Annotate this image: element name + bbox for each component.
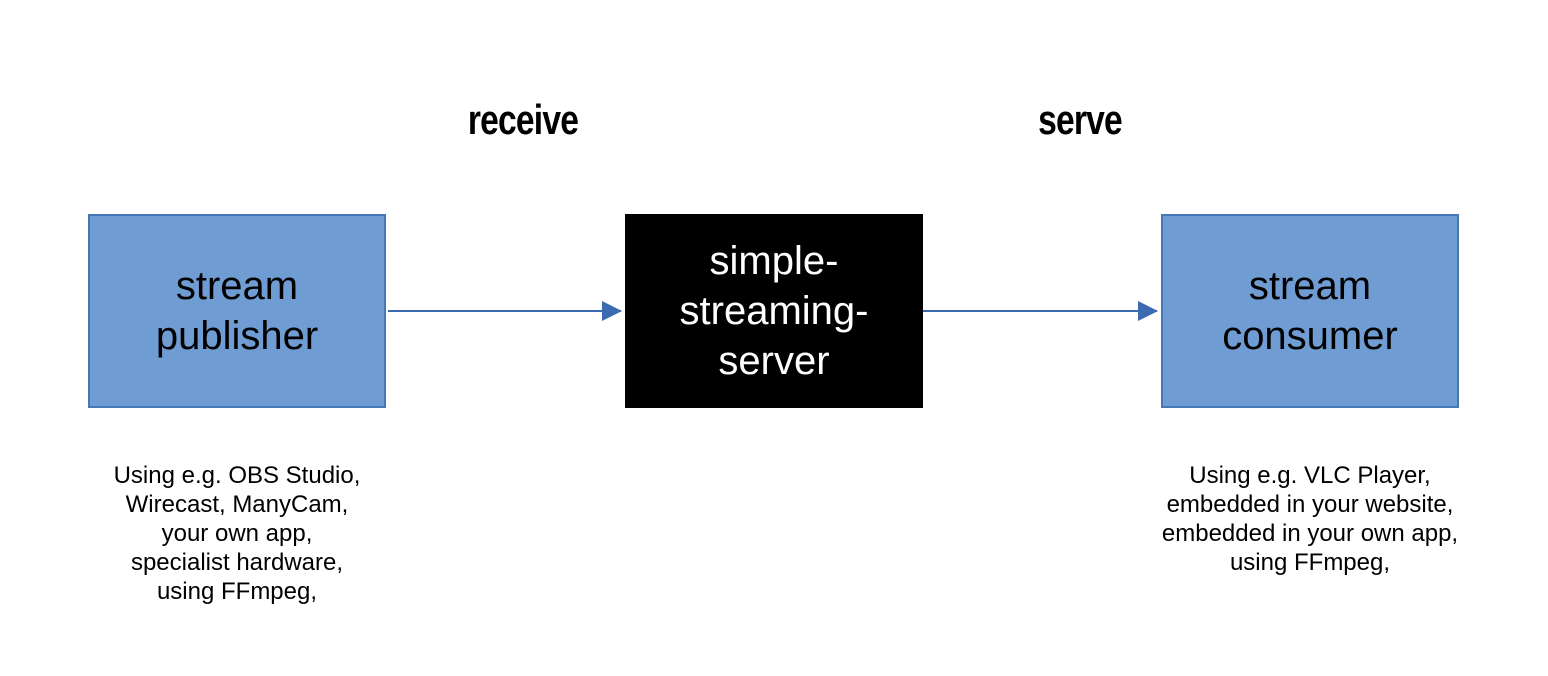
flow-label-receive: receive [467, 96, 579, 143]
consumer-caption: Using e.g. VLC Player, embedded in your … [1161, 462, 1459, 576]
flow-label-serve: serve [1038, 96, 1123, 143]
publisher-caption: Using e.g. OBS Studio, Wirecast, ManyCam… [113, 462, 361, 605]
node-simple-streaming-server: simple- streaming- server [625, 214, 923, 408]
node-stream-consumer: stream consumer [1161, 214, 1459, 408]
stream-consumer-label: stream consumer [1222, 264, 1398, 358]
simple-streaming-server-label: simple- streaming- server [679, 239, 869, 383]
stream-publisher-label: stream publisher [155, 264, 319, 358]
node-stream-publisher: stream publisher [88, 214, 386, 408]
